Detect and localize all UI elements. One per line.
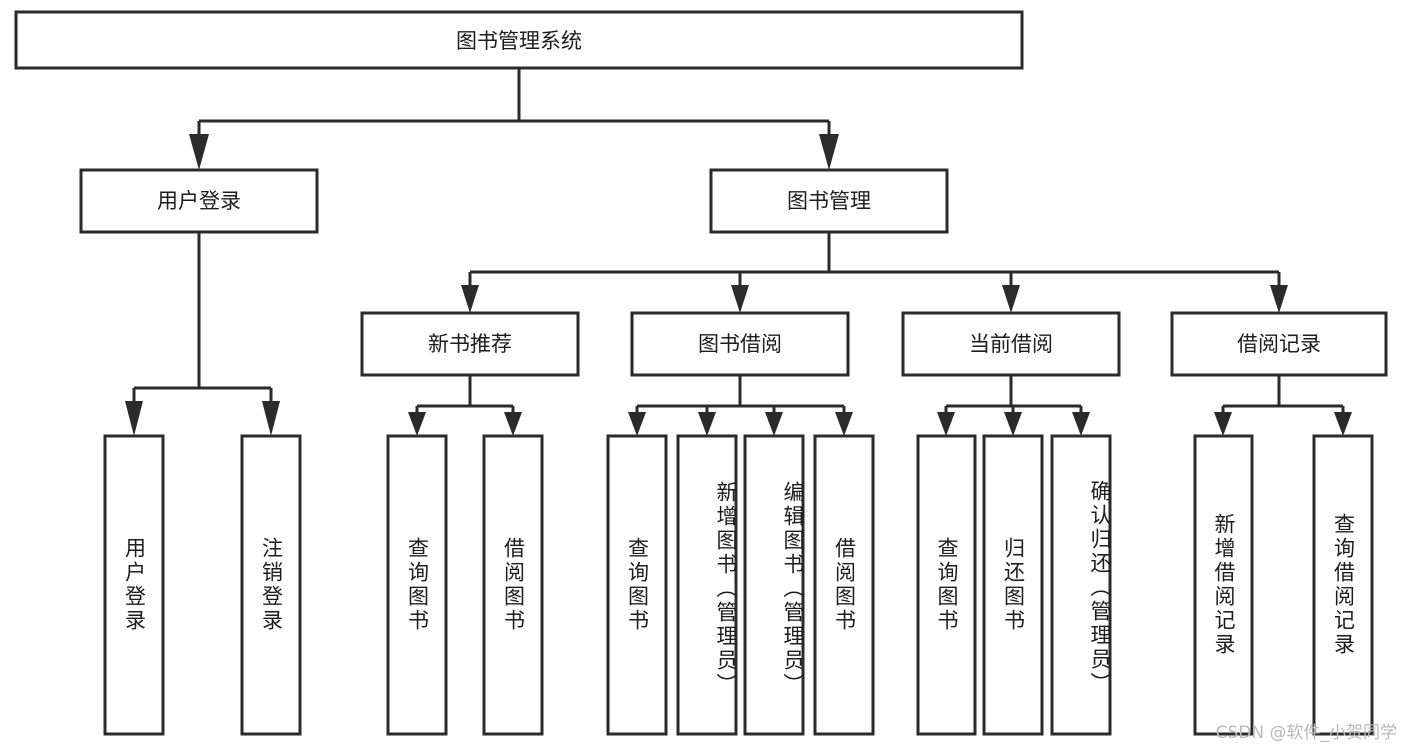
leaf-box-query-book-borrow[interactable]	[606, 434, 668, 736]
arrowhead-currentborrow-leaf-2	[1004, 412, 1022, 436]
leaf-box-add-book-admin[interactable]	[676, 434, 738, 736]
arrowhead-current-borrow	[1002, 285, 1020, 313]
arrowhead-book-borrow	[731, 285, 749, 313]
node-root-label: 图书管理系统	[456, 29, 582, 53]
node-book-borrow-label: 图书借阅	[698, 332, 782, 356]
arrowhead-currentborrow-leaf-1	[937, 412, 955, 436]
node-root[interactable]: 图书管理系统	[14, 10, 1024, 70]
arrowhead-user-login	[189, 134, 209, 170]
arrowhead-borrowrecord-leaf-1	[1214, 412, 1232, 436]
leaf-box-layer	[103, 434, 1374, 736]
arrowhead-leaf-user-login	[125, 401, 143, 436]
node-new-book-recommend-label: 新书推荐	[428, 332, 512, 356]
arrowhead-book-mgmt	[819, 134, 839, 170]
arrowhead-newbook-leaf-1	[408, 412, 426, 436]
arrowhead-borrow-record	[1270, 285, 1288, 313]
leaf-box-query-borrow-record[interactable]	[1312, 434, 1374, 736]
node-user-login[interactable]: 用户登录	[79, 168, 319, 234]
node-new-book-recommend[interactable]: 新书推荐	[360, 311, 580, 377]
arrowhead-leaf-logout	[262, 401, 280, 436]
node-borrow-record[interactable]: 借阅记录	[1170, 311, 1388, 377]
leaf-box-user-login[interactable]	[103, 434, 165, 736]
node-book-borrow-box[interactable]	[630, 311, 850, 377]
node-root-box[interactable]	[14, 10, 1024, 70]
node-current-borrow-label: 当前借阅	[969, 332, 1053, 356]
leaf-box-query-book-current[interactable]	[916, 434, 977, 736]
node-user-login-box[interactable]	[79, 168, 319, 234]
node-borrow-record-box[interactable]	[1170, 311, 1388, 377]
arrowhead-borrowrecord-leaf-2	[1334, 412, 1352, 436]
node-book-management-label: 图书管理	[787, 189, 871, 213]
leaf-box-return-book[interactable]	[982, 434, 1044, 736]
node-current-borrow-box[interactable]	[901, 311, 1121, 377]
leaf-box-logout[interactable]	[240, 434, 302, 736]
node-book-management[interactable]: 图书管理	[709, 168, 949, 234]
node-current-borrow[interactable]: 当前借阅	[901, 311, 1121, 377]
leaf-box-borrow-book[interactable]	[813, 434, 875, 736]
arrowhead-newbook-leaf-2	[504, 412, 522, 436]
node-user-login-label: 用户登录	[157, 189, 241, 213]
node-book-management-box[interactable]	[709, 168, 949, 234]
arrowhead-bookborrow-leaf-1	[628, 412, 646, 436]
arrowhead-bookborrow-leaf-2	[698, 412, 716, 436]
arrowhead-currentborrow-leaf-3	[1072, 412, 1090, 436]
node-new-book-recommend-box[interactable]	[360, 311, 580, 377]
leaf-box-borrow-book-newrec[interactable]	[482, 434, 544, 736]
node-borrow-record-label: 借阅记录	[1237, 332, 1321, 356]
arrowhead-bookborrow-leaf-3	[765, 412, 783, 436]
arrowhead-new-book-rec	[461, 285, 479, 313]
leaf-box-add-borrow-record[interactable]	[1193, 434, 1254, 736]
watermark-text: CSDN @软件_小贺同学	[1215, 723, 1397, 743]
connector-layer	[125, 68, 1352, 436]
node-book-borrow[interactable]: 图书借阅	[630, 311, 850, 377]
leaf-box-query-book-newrec[interactable]	[386, 434, 448, 736]
arrowhead-bookborrow-leaf-4	[835, 412, 853, 436]
leaf-box-confirm-return-admin[interactable]	[1050, 434, 1112, 736]
leaf-box-edit-book-admin[interactable]	[743, 434, 805, 736]
